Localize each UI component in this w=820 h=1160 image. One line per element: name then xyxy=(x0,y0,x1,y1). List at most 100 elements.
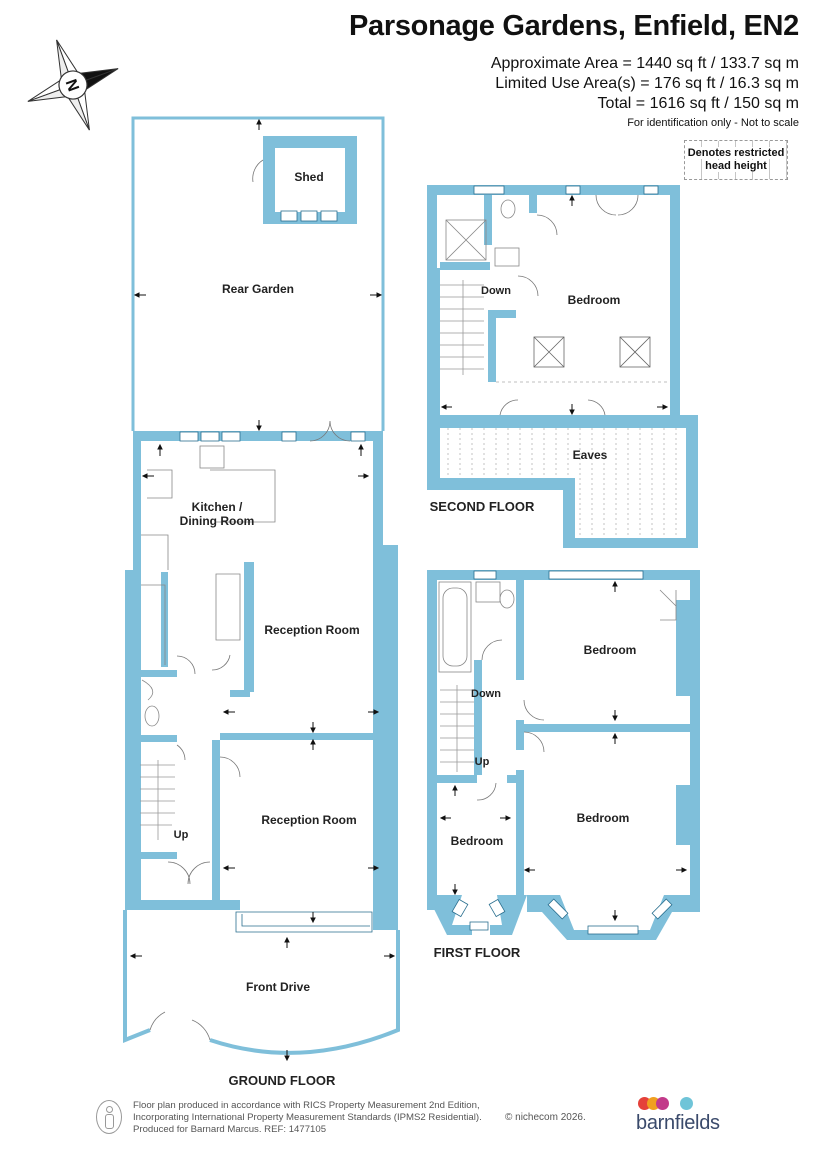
second-floor-plan: Bedroom Eaves Down SECOND FLOOR xyxy=(427,185,698,548)
internal-wall xyxy=(437,775,477,783)
first-floor-walls xyxy=(427,570,700,912)
window xyxy=(547,898,569,920)
front-bay-window xyxy=(235,911,373,933)
internal-wall xyxy=(516,770,524,895)
limited-use-area: Limited Use Area(s) = 176 sq ft / 16.3 s… xyxy=(495,75,799,92)
measurement-arrows xyxy=(440,194,669,416)
stairs-down-label: Down xyxy=(481,285,511,297)
internal-wall xyxy=(529,195,537,213)
second-floor-walls xyxy=(427,185,698,548)
brand-logo: barnfields xyxy=(636,1097,736,1137)
second-bedroom-label: Bedroom xyxy=(568,293,621,307)
rear-garden-label: Rear Garden xyxy=(222,282,294,296)
internal-wall xyxy=(516,580,524,680)
internal-wall xyxy=(161,572,168,667)
internal-wall xyxy=(230,690,250,697)
ground-floor-plan: Shed Rear Garden Kitchen / Dining Room R… xyxy=(123,116,400,1088)
internal-wall xyxy=(212,740,220,800)
toilet xyxy=(144,705,160,727)
internal-wall xyxy=(488,310,496,382)
gate-swing xyxy=(149,1011,211,1041)
shed-walls xyxy=(263,136,357,224)
reception-room-rear-label: Reception Room xyxy=(264,623,359,637)
kitchen-counters xyxy=(147,469,276,523)
property-title: Parsonage Gardens, Enfield, EN2 xyxy=(348,10,799,42)
shed-label: Shed xyxy=(294,170,323,184)
shed-window xyxy=(280,210,298,222)
bay-wall xyxy=(676,600,690,696)
internal-wall xyxy=(524,724,690,732)
window xyxy=(179,431,199,442)
internal-wall xyxy=(474,660,482,775)
ground-floor-label: GROUND FLOOR xyxy=(229,1073,336,1088)
internal-wall xyxy=(220,733,380,740)
brand-dots xyxy=(638,1097,698,1111)
window xyxy=(651,898,673,920)
shed-door-swing xyxy=(252,159,264,183)
first-floor-plan: Bedroom Bedroom Bedroom Down Up FIRST FL… xyxy=(427,570,700,960)
copyright-text: © nichecom 2026. xyxy=(505,1112,586,1123)
footer-notes: Floor plan produced in accordance with R… xyxy=(133,1100,482,1136)
stairs-up-label: Up xyxy=(174,829,189,841)
identification-note: For identification only - Not to scale xyxy=(627,117,799,129)
footer-line: Incorporating International Property Mea… xyxy=(133,1112,482,1123)
first-bedroom-small-label: Bedroom xyxy=(451,834,504,848)
wardrobe xyxy=(659,589,677,621)
accessibility-person-icon xyxy=(96,1100,122,1134)
window xyxy=(473,185,505,195)
second-floor-label: SECOND FLOOR xyxy=(430,499,535,514)
north-compass-icon: N xyxy=(27,39,119,131)
stairs xyxy=(440,685,474,772)
brand-dot xyxy=(680,1097,693,1110)
window xyxy=(643,185,659,195)
sink xyxy=(199,445,225,469)
brand-dot xyxy=(656,1097,669,1110)
window xyxy=(473,570,497,580)
brand-name: barnfields xyxy=(636,1112,720,1134)
restricted-height-legend: Denotes restricted head height xyxy=(684,140,788,180)
measurement-arrows xyxy=(439,580,688,922)
ensuite-fixtures xyxy=(445,199,520,267)
footer-line: Floor plan produced in accordance with R… xyxy=(133,1100,480,1111)
first-floor-label: FIRST FLOOR xyxy=(434,945,521,960)
window xyxy=(200,431,220,442)
footer-line: Produced for Barnard Marcus. REF: 147710… xyxy=(133,1124,327,1135)
stairs-down-label: Down xyxy=(471,688,501,700)
internal-wall xyxy=(507,775,516,783)
window xyxy=(548,570,644,580)
window xyxy=(469,921,489,931)
shed-window xyxy=(320,210,338,222)
window xyxy=(281,431,297,442)
compass-north-label: N xyxy=(62,77,82,94)
window xyxy=(451,898,469,918)
stairs xyxy=(140,760,175,840)
internal-wall xyxy=(141,735,177,742)
approximate-area: Approximate Area = 1440 sq ft / 133.7 sq… xyxy=(490,55,799,72)
internal-wall xyxy=(490,310,516,318)
window xyxy=(565,185,581,195)
eaves-label: Eaves xyxy=(573,448,608,462)
stairs xyxy=(440,280,484,375)
utility-counter xyxy=(141,534,241,665)
total-area: Total = 1616 sq ft / 150 sq m xyxy=(597,95,799,112)
internal-wall xyxy=(440,262,490,270)
bay-wall xyxy=(373,610,385,680)
window xyxy=(221,431,241,442)
basin xyxy=(141,679,154,701)
internal-wall xyxy=(516,720,524,750)
internal-wall xyxy=(212,790,220,902)
internal-wall xyxy=(244,562,254,692)
shed-window xyxy=(300,210,318,222)
bay-wall xyxy=(373,795,385,855)
front-drive-boundary xyxy=(123,910,400,1055)
bay-wall xyxy=(676,785,690,845)
reception-room-front-label: Reception Room xyxy=(261,813,356,827)
kitchen-label-line1: Kitchen / xyxy=(192,500,243,514)
door-swings xyxy=(167,420,351,885)
window xyxy=(488,898,506,918)
door-swings xyxy=(499,194,639,416)
front-drive-label: Front Drive xyxy=(246,980,310,994)
internal-wall xyxy=(141,670,177,677)
measurement-arrows xyxy=(129,118,396,1062)
